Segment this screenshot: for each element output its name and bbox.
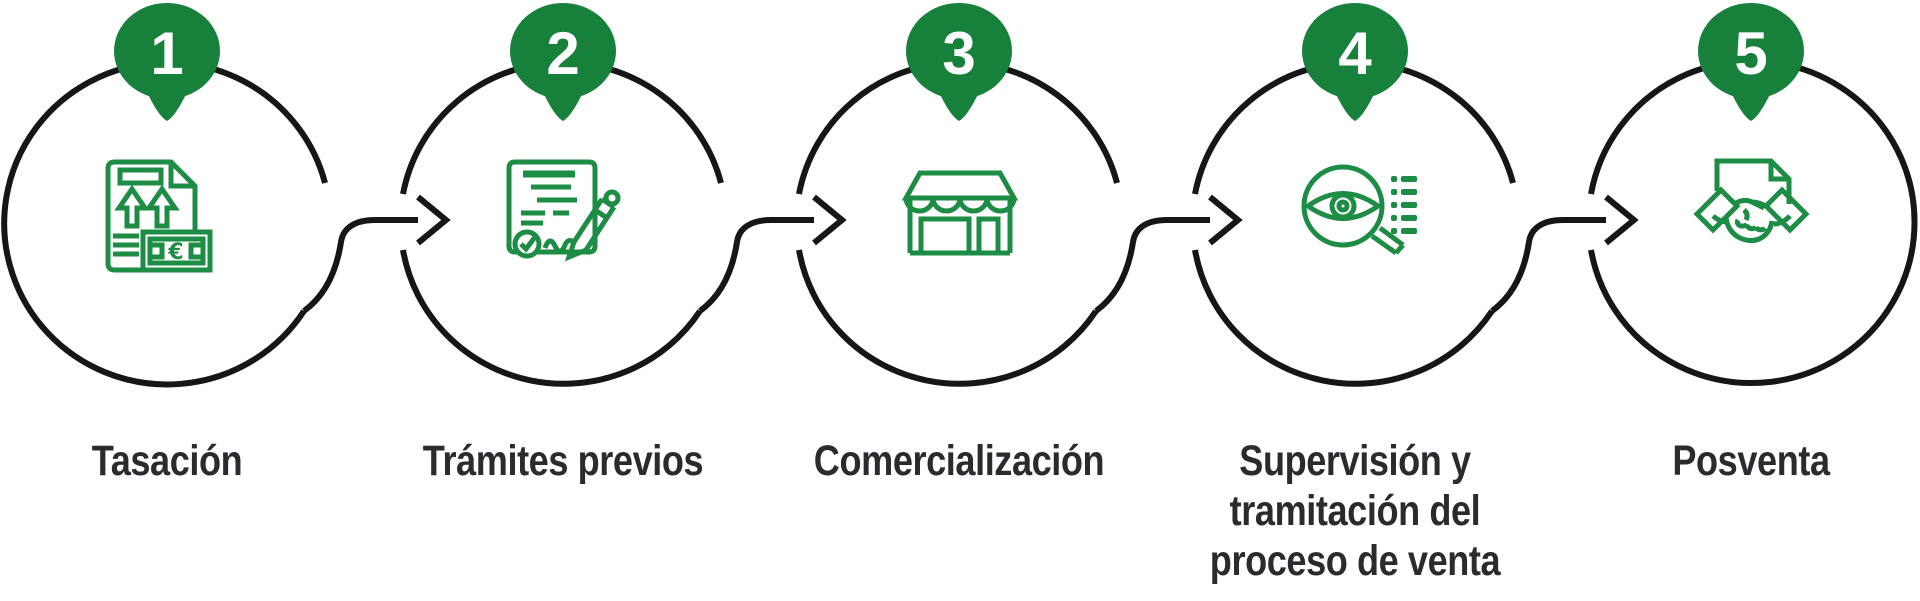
step-number-3: 3 (942, 20, 975, 87)
step-badge-3: 3 (906, 3, 1012, 121)
step-badge-5: 5 (1698, 3, 1804, 121)
step-label-supervision-tramitacion: Supervisión y tramitación del proceso de… (1209, 437, 1501, 585)
step-number-4: 4 (1338, 20, 1372, 87)
handshake-document-icon (1693, 158, 1810, 244)
step-circle-5 (1588, 58, 1918, 386)
badge-tail-4 (1334, 90, 1376, 121)
badge-bubble-1 (114, 3, 220, 99)
badge-bubble-5 (1698, 3, 1804, 99)
step-label-posventa: Posventa (1672, 437, 1830, 485)
step-label-tasacion: Tasación (91, 437, 243, 485)
circle-outline-5 (1588, 58, 1918, 386)
connector-line-2 (698, 217, 814, 314)
storefront-icon (901, 170, 1019, 256)
contract-pen-signature-icon (506, 159, 621, 262)
appraisal-document-banknote-icon: € (105, 159, 213, 273)
arrowhead-icon-3 (1208, 194, 1243, 246)
step-badge-2: 2 (510, 3, 616, 121)
checklist-dashes (1391, 176, 1417, 234)
step-number-5: 5 (1734, 20, 1767, 87)
arrowhead-icon-2 (812, 194, 847, 246)
connector-arrow-1-2 (302, 194, 451, 314)
arrowhead-icon-4 (1604, 194, 1639, 246)
circle-outline-3a (796, 249, 1099, 387)
badge-tail-1 (146, 90, 188, 121)
arrowhead-icon-1 (416, 194, 451, 246)
connector-arrow-2-3 (698, 194, 847, 314)
step-circle-1 (1, 59, 328, 388)
badge-bubble-4 (1302, 3, 1408, 99)
step-badge-1: 1 (114, 3, 220, 121)
badge-bubble-2 (510, 3, 616, 99)
magnifier-eye-checklist-icon (1301, 164, 1417, 256)
step-label-tramites-previos: Trámites previos (422, 437, 704, 485)
step-number-1: 1 (150, 20, 183, 87)
step-label-comercializacion: Comercialización (813, 437, 1105, 485)
circle-outline-1 (1, 59, 328, 388)
connector-arrow-3-4 (1094, 194, 1243, 314)
step-number-2: 2 (546, 20, 579, 87)
badge-tail-2 (542, 90, 584, 121)
badge-tail-3 (938, 90, 980, 121)
circle-outline-4a (1192, 249, 1495, 387)
connector-arrow-4-5 (1490, 194, 1639, 314)
connector-line-3 (1094, 217, 1210, 314)
euro-symbol: € (167, 240, 183, 265)
connector-line-1 (302, 217, 418, 314)
badge-bubble-3 (906, 3, 1012, 99)
step-badge-4: 4 (1302, 3, 1408, 121)
badge-tail-5 (1730, 90, 1772, 121)
connector-line-4 (1490, 217, 1606, 314)
circle-outline-2a (400, 249, 703, 387)
